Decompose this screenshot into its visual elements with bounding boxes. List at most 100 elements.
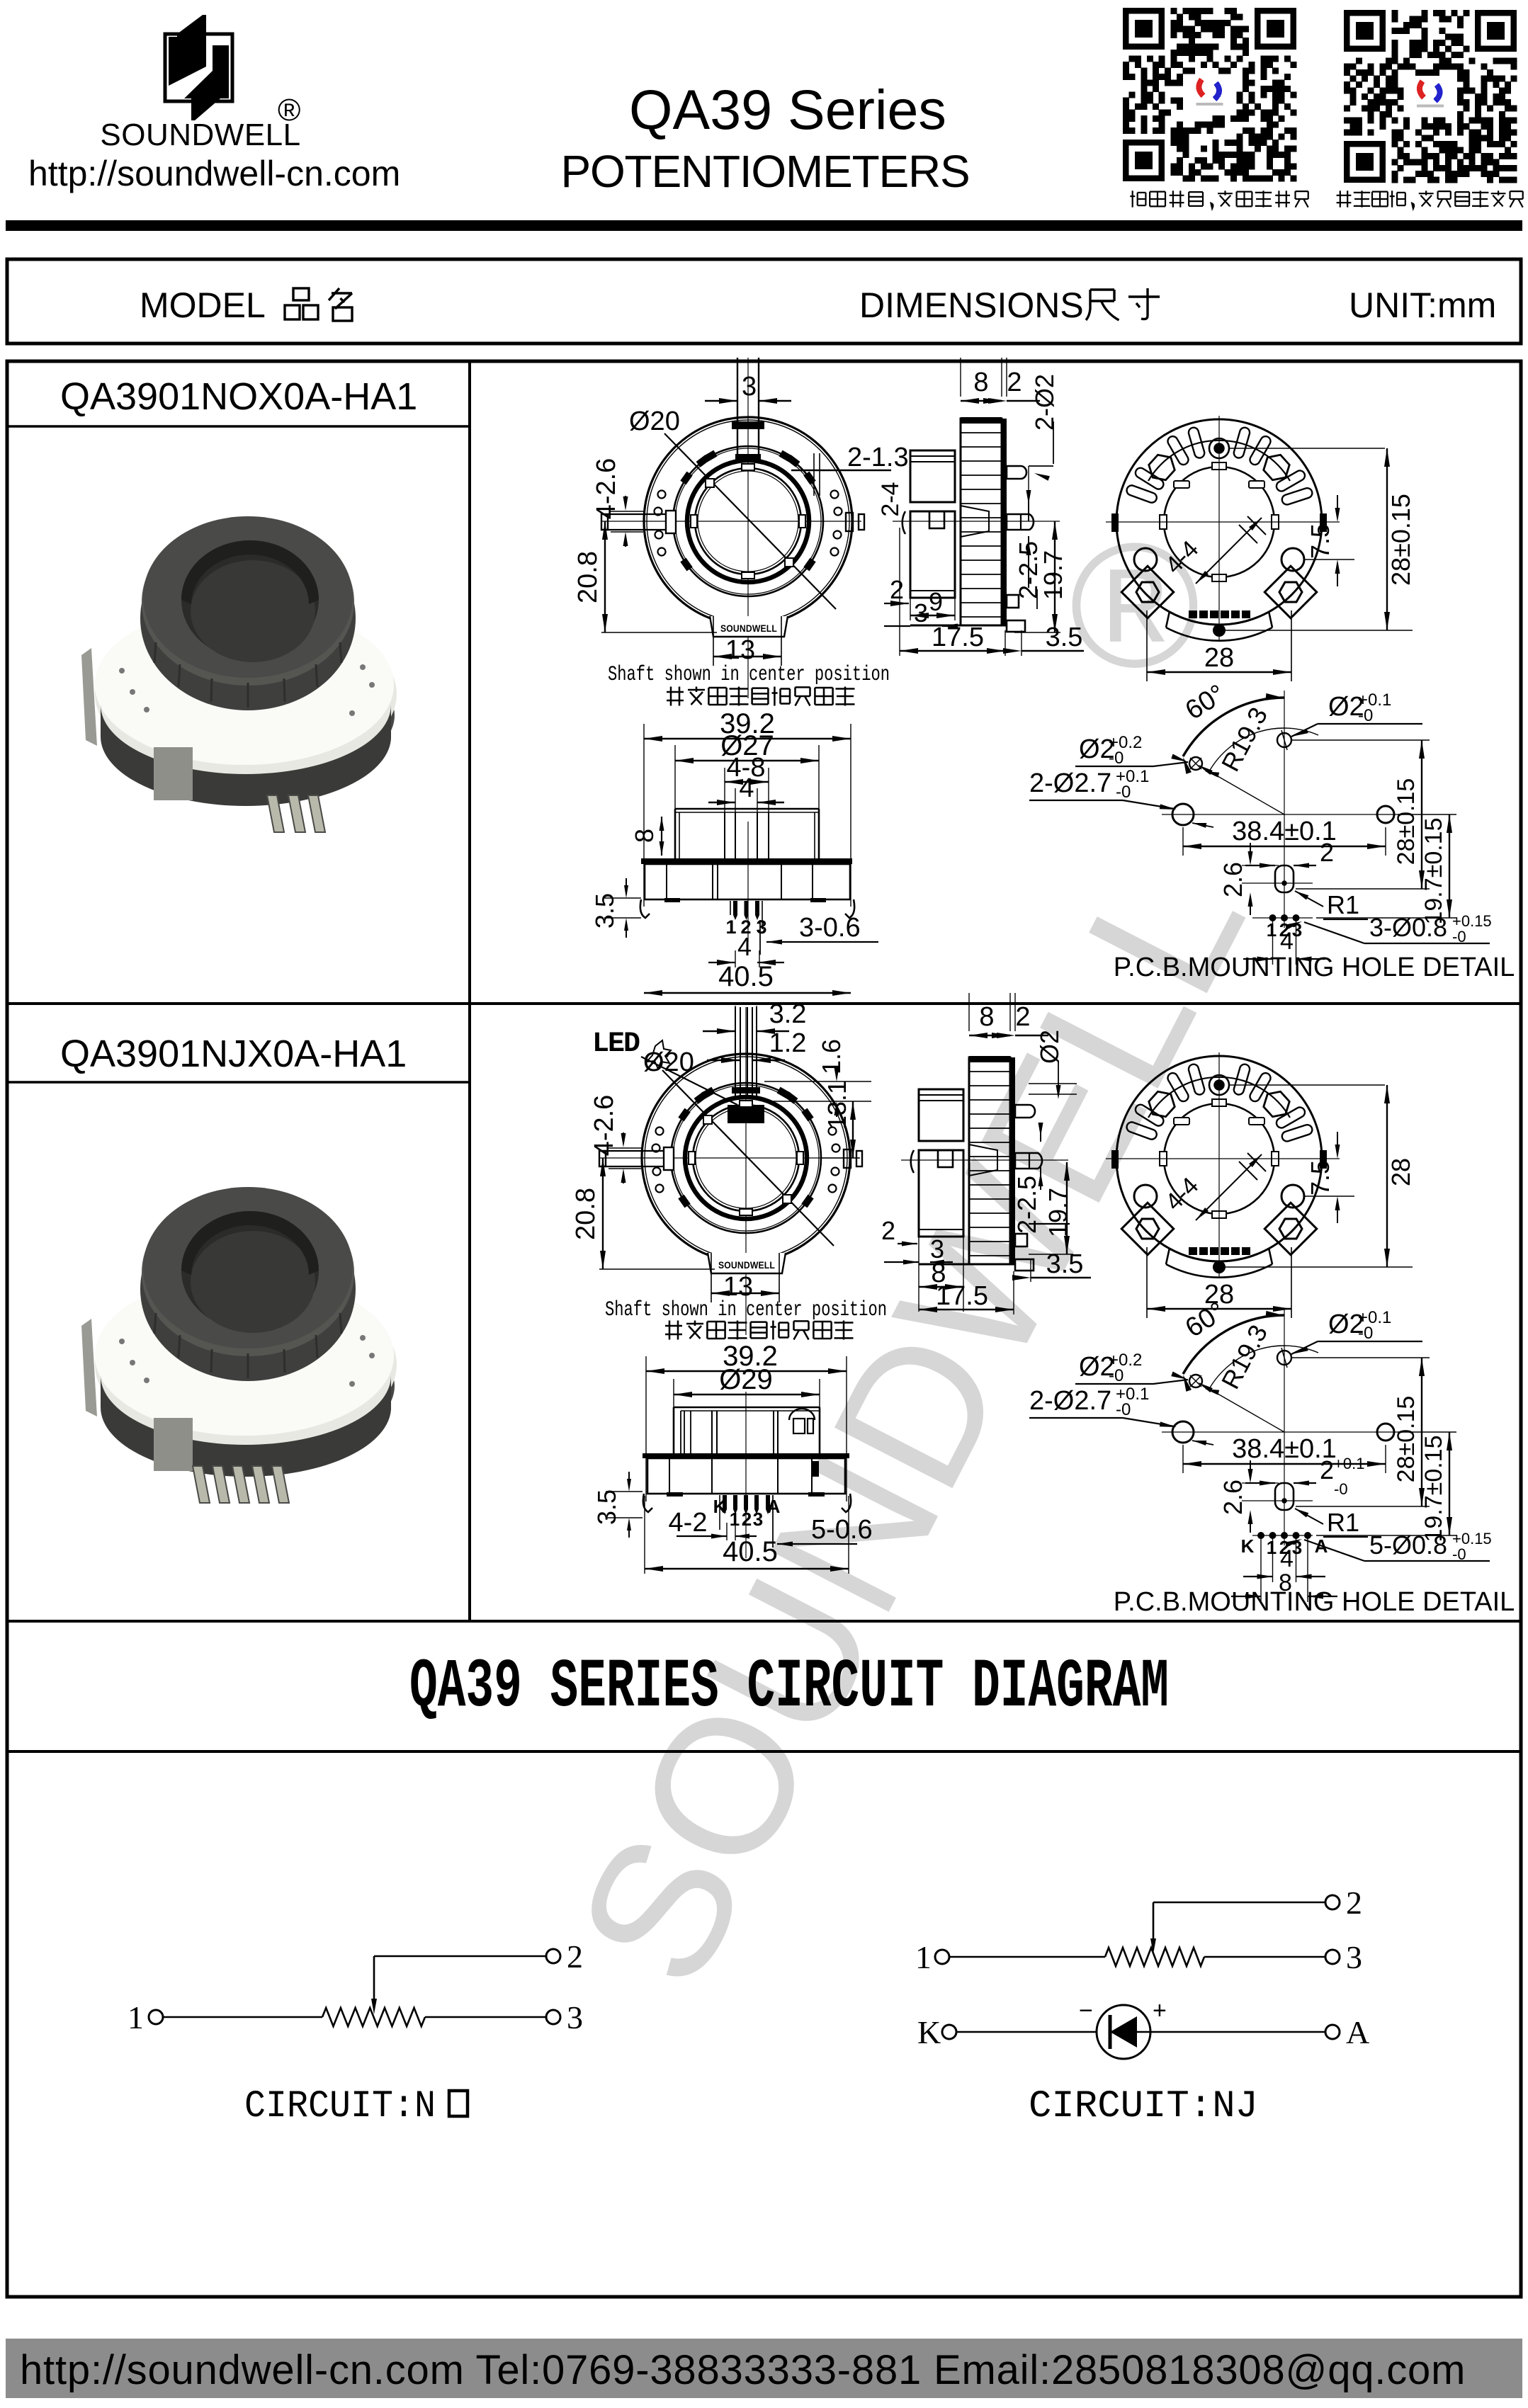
svg-text:2: 2 xyxy=(740,916,751,938)
svg-text:+: + xyxy=(1153,1997,1167,2024)
svg-text:3.2: 3.2 xyxy=(769,999,807,1029)
svg-text:-0: -0 xyxy=(1116,783,1131,802)
svg-text:39.2: 39.2 xyxy=(723,1341,778,1372)
svg-text:1: 1 xyxy=(915,1939,932,1975)
svg-text:2: 2 xyxy=(1320,1455,1334,1484)
svg-text:CIRCUIT:N: CIRCUIT:N xyxy=(244,2085,436,2128)
svg-text:SOUNDWELL: SOUNDWELL xyxy=(720,623,777,634)
svg-text:2: 2 xyxy=(1007,368,1022,397)
svg-text:38.4±0.1: 38.4±0.1 xyxy=(1232,1434,1337,1464)
svg-text:4: 4 xyxy=(737,932,752,961)
svg-text:Ø20: Ø20 xyxy=(643,1047,694,1077)
svg-text:1: 1 xyxy=(725,916,736,938)
svg-text:+0.1: +0.1 xyxy=(1334,1455,1364,1472)
svg-text:4-2: 4-2 xyxy=(669,1508,708,1538)
svg-text:17.5: 17.5 xyxy=(936,1281,988,1311)
svg-text:Ø27: Ø27 xyxy=(720,730,774,761)
svg-text:7.5: 7.5 xyxy=(1306,1160,1335,1196)
svg-text:13: 13 xyxy=(723,1272,753,1302)
svg-text:+0.1: +0.1 xyxy=(1358,1308,1391,1327)
svg-text:2: 2 xyxy=(742,1509,752,1530)
svg-text:-0: -0 xyxy=(1334,1480,1348,1498)
svg-text:2: 2 xyxy=(567,1938,583,1975)
svg-text:2: 2 xyxy=(1346,1885,1362,1921)
svg-text:K: K xyxy=(917,2014,941,2050)
svg-text:20.8: 20.8 xyxy=(573,551,603,603)
svg-text:28: 28 xyxy=(1386,1158,1415,1186)
svg-text:-0: -0 xyxy=(1452,928,1466,945)
svg-text:20.8: 20.8 xyxy=(571,1188,601,1240)
svg-text:2: 2 xyxy=(1015,1002,1030,1032)
svg-text:Ø2: Ø2 xyxy=(1035,1030,1064,1064)
svg-text:QA3901NJX0A-HA1: QA3901NJX0A-HA1 xyxy=(60,1033,407,1075)
svg-text:4-2.6: 4-2.6 xyxy=(589,1095,619,1157)
svg-text:3: 3 xyxy=(756,916,766,938)
svg-text:19.7±0.15: 19.7±0.15 xyxy=(1420,1435,1447,1542)
svg-text:−: − xyxy=(1079,1997,1093,2024)
svg-text:+0.2: +0.2 xyxy=(1109,1351,1142,1370)
svg-text:A: A xyxy=(1346,2014,1369,2050)
svg-text:3-0.6: 3-0.6 xyxy=(799,913,861,943)
svg-text:28±0.15: 28±0.15 xyxy=(1393,778,1420,865)
svg-text:DIMENSIONS: DIMENSIONS xyxy=(859,285,1084,325)
svg-text:1.2: 1.2 xyxy=(769,1028,807,1058)
svg-text:P.C.B.MOUNTING HOLE DETAIL: P.C.B.MOUNTING HOLE DETAIL xyxy=(1114,1587,1515,1617)
svg-text:LED: LED xyxy=(592,1028,640,1060)
svg-text:2-2.5: 2-2.5 xyxy=(1012,1176,1041,1234)
svg-text:2.6: 2.6 xyxy=(1218,862,1247,897)
svg-text:3: 3 xyxy=(742,372,757,402)
svg-text:13.1: 13.1 xyxy=(822,1080,851,1130)
svg-text:3: 3 xyxy=(567,1999,583,2035)
svg-text:28±0.15: 28±0.15 xyxy=(1393,1396,1420,1483)
svg-text:QA39 Series: QA39 Series xyxy=(629,78,946,141)
svg-text:28: 28 xyxy=(1204,1280,1234,1310)
svg-text:K: K xyxy=(1241,1535,1255,1557)
svg-text:4-2.6: 4-2.6 xyxy=(592,458,621,520)
svg-text:Shaft shown in center position: Shaft shown in center position xyxy=(608,663,890,687)
svg-text:1: 1 xyxy=(730,1509,740,1530)
svg-text:5-0.6: 5-0.6 xyxy=(811,1515,873,1545)
svg-text:40.5: 40.5 xyxy=(718,961,774,992)
svg-text:7.5: 7.5 xyxy=(1306,523,1335,559)
svg-text:38.4±0.1: 38.4±0.1 xyxy=(1232,817,1337,846)
svg-text:3.5: 3.5 xyxy=(590,893,619,928)
svg-text:1: 1 xyxy=(1267,1537,1277,1558)
svg-text:Ø2: Ø2 xyxy=(1328,692,1364,722)
svg-text:3.5: 3.5 xyxy=(1046,1249,1084,1279)
svg-text:1: 1 xyxy=(1267,919,1277,941)
svg-text:-0: -0 xyxy=(1116,1400,1131,1419)
svg-text:QA3901NOX0A-HA1: QA3901NOX0A-HA1 xyxy=(60,375,417,418)
svg-text:MODEL: MODEL xyxy=(140,285,266,325)
svg-text:+0.15: +0.15 xyxy=(1452,912,1492,930)
svg-text:Ø29: Ø29 xyxy=(719,1364,773,1395)
svg-text:K: K xyxy=(713,1496,727,1517)
svg-text:2.6: 2.6 xyxy=(1218,1480,1247,1515)
svg-text:CIRCUIT:NJ: CIRCUIT:NJ xyxy=(1029,2085,1258,2128)
svg-text:19.7: 19.7 xyxy=(1039,550,1068,600)
svg-text:-0: -0 xyxy=(1109,749,1124,768)
svg-text:Ø2: Ø2 xyxy=(1328,1310,1364,1339)
svg-text:8: 8 xyxy=(979,1002,994,1032)
svg-text:QA39 SERIES CIRCUIT DIAGRAM: QA39 SERIES CIRCUIT DIAGRAM xyxy=(409,1649,1169,1727)
svg-text:POTENTIOMETERS: POTENTIOMETERS xyxy=(560,146,969,197)
svg-text:-0: -0 xyxy=(1109,1366,1124,1385)
svg-text:SOUNDWELL: SOUNDWELL xyxy=(100,118,300,152)
svg-text:8: 8 xyxy=(931,1259,946,1288)
svg-text:4: 4 xyxy=(1280,928,1294,955)
svg-text:2: 2 xyxy=(890,575,904,604)
svg-text:3: 3 xyxy=(930,1234,944,1263)
svg-text:4: 4 xyxy=(1280,1545,1294,1572)
svg-text:3: 3 xyxy=(914,598,928,627)
svg-text:13: 13 xyxy=(725,635,755,665)
svg-text:4: 4 xyxy=(739,773,754,803)
svg-text:2: 2 xyxy=(1320,838,1334,867)
svg-text:2-4: 2-4 xyxy=(877,482,904,516)
svg-text:®: ® xyxy=(278,93,300,127)
svg-text:UNIT:mm: UNIT:mm xyxy=(1349,285,1496,325)
svg-text:19.7: 19.7 xyxy=(1043,1188,1073,1237)
svg-text:2: 2 xyxy=(881,1216,895,1245)
svg-text:Ø2: Ø2 xyxy=(1079,1352,1115,1382)
svg-text:19.7±0.15: 19.7±0.15 xyxy=(1420,817,1447,924)
svg-text:http://soundwell-cn.com: http://soundwell-cn.com xyxy=(28,154,400,193)
svg-text:-0: -0 xyxy=(1358,1324,1373,1343)
